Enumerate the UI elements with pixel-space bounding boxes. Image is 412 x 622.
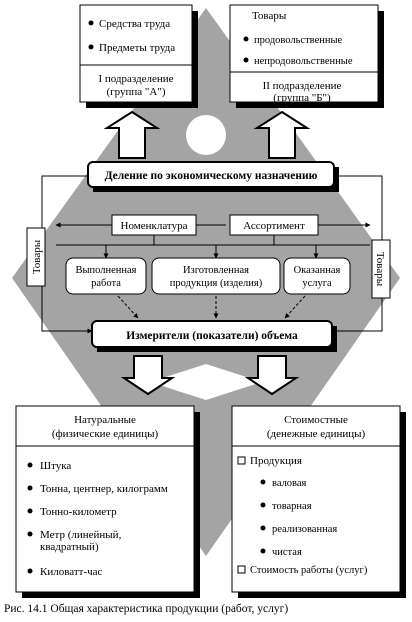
bullet-icon xyxy=(27,568,33,574)
figure-caption: Рис. 14.1 Общая характеристика продукции… xyxy=(4,603,289,615)
product-subitem: товарная xyxy=(272,501,312,512)
work-done-label: работа xyxy=(91,278,121,289)
measures-box: Измерители (показатели) объема xyxy=(91,320,337,352)
service-label: Оказанная xyxy=(294,265,341,276)
bullet-icon xyxy=(243,36,249,42)
bullet-icon xyxy=(27,508,33,514)
work-done-label: Выполненная xyxy=(75,265,136,276)
product-label: Продукция xyxy=(250,455,302,467)
bullet-icon xyxy=(260,502,266,508)
monetary-units-subtitle: (денежные единицы) xyxy=(267,428,366,440)
goods-side-right: Товары xyxy=(371,239,391,299)
group-a-box: Средства труда Предметы труда I подразде… xyxy=(79,4,198,108)
nomenclature-box: Номенклатура xyxy=(111,214,197,236)
assortment-label: Ассортимент xyxy=(243,220,305,232)
group-b-box: Товары продовольственные непродовольстве… xyxy=(229,4,384,108)
work-cost-label: Стоимость работы (услуг) xyxy=(250,565,368,576)
bullet-icon xyxy=(27,531,33,537)
group-a-title: I подразделение xyxy=(98,73,173,85)
natural-unit-item: Метр (линейный, xyxy=(40,529,122,541)
square-bullet-icon xyxy=(237,565,246,574)
monetary-units-title: Стоимостные xyxy=(284,414,348,426)
group-b-subtitle: (группа "Б") xyxy=(273,92,331,104)
goods-side-right-label: Товары xyxy=(374,252,386,287)
bullet-icon xyxy=(260,525,266,531)
group-a-item: Предметы труда xyxy=(99,42,175,54)
group-a-item: Средства труда xyxy=(99,18,170,30)
goods-side-left-label: Товары xyxy=(31,239,43,274)
up-arrow-right xyxy=(253,110,311,159)
service-box: Оказанная услуга xyxy=(283,257,351,295)
manufactured-label: Изготовленная xyxy=(183,265,249,276)
goods-heading: Товары xyxy=(252,10,287,22)
monetary-units-box: Стоимостные (денежные единицы) Продукция… xyxy=(231,405,406,598)
group-b-title: II подразделение xyxy=(263,80,342,92)
bullet-icon xyxy=(260,479,266,485)
bullet-icon xyxy=(27,485,33,491)
assortment-box: Ассортимент xyxy=(229,214,319,236)
bullet-icon xyxy=(27,462,33,468)
bullet-icon xyxy=(88,20,94,26)
natural-unit-item: Штука xyxy=(40,460,71,472)
down-arrow-left xyxy=(120,355,176,396)
natural-unit-item: Тонно-километр xyxy=(40,506,117,518)
group-b-item: продовольственные xyxy=(254,35,343,46)
manufactured-box: Изготовленная продукция (изделия) xyxy=(151,257,281,295)
square-bullet-icon xyxy=(237,456,246,465)
natural-unit-item: Киловатт-час xyxy=(40,566,103,578)
up-arrow-left xyxy=(103,110,161,159)
service-label: услуга xyxy=(302,278,332,289)
natural-units-title: Натуральные xyxy=(74,414,136,426)
group-a-subtitle: (группа "А") xyxy=(106,86,165,98)
nomenclature-label: Номенклатура xyxy=(121,220,188,232)
work-done-box: Выполненная работа xyxy=(65,257,147,295)
product-subitem: валовая xyxy=(272,478,307,489)
group-b-item: непродовольственные xyxy=(254,56,353,67)
product-subitem: чистая xyxy=(272,547,302,558)
bullet-icon xyxy=(88,44,94,50)
bullet-icon xyxy=(260,548,266,554)
product-characteristics-diagram: Средства труда Предметы труда I подразде… xyxy=(12,4,406,598)
natural-units-subtitle: (физические единицы) xyxy=(52,428,159,440)
natural-unit-item: квадратный) xyxy=(40,541,99,553)
down-arrow-right xyxy=(244,355,300,396)
product-subitem: реализованная xyxy=(272,524,337,535)
measures-label: Измерители (показатели) объема xyxy=(126,330,298,342)
bullet-icon xyxy=(243,57,249,63)
natural-units-box: Натуральные (физические единицы) Штука Т… xyxy=(15,405,200,598)
white-small-diamond xyxy=(150,364,262,400)
manufactured-label: продукция (изделия) xyxy=(170,278,263,289)
goods-side-left: Товары xyxy=(26,227,46,287)
economic-division-box: Деление по экономическому назначению xyxy=(87,161,339,192)
economic-division-label: Деление по экономическому назначению xyxy=(105,170,318,182)
white-circle xyxy=(186,115,226,155)
natural-unit-item: Тонна, центнер, килограмм xyxy=(40,483,168,495)
